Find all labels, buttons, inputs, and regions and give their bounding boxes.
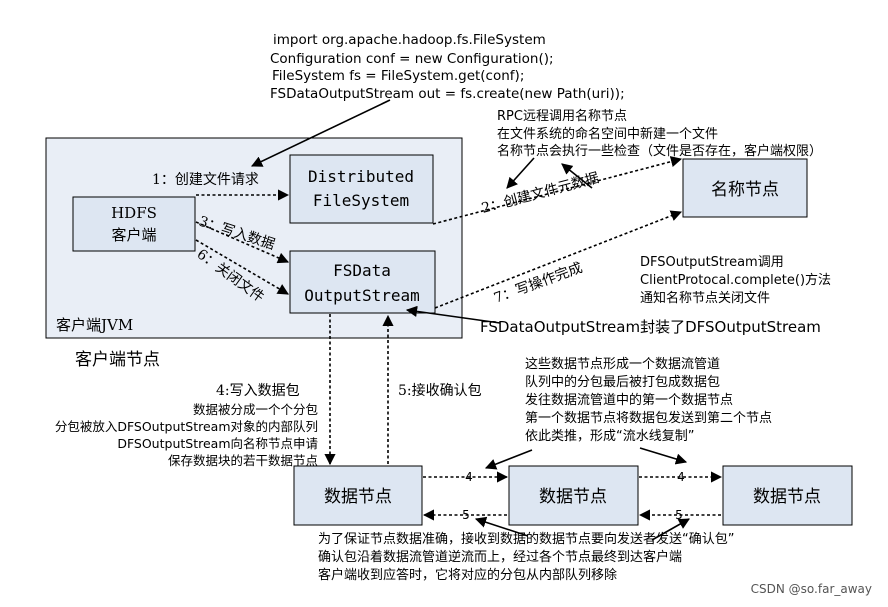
arrow-step7-complete (434, 210, 683, 309)
pipeline-note: 这些数据节点形成一个数据流管道 队列中的分包最后被打包成数据包 发往数据流管道中… (525, 356, 772, 444)
arrow-code-to-client (250, 99, 391, 167)
step-5-label: 5:接收确认包 (398, 382, 482, 399)
client-node-label: 客户端节点 (75, 350, 160, 370)
step-1-label: 1：创建文件请求 (152, 172, 259, 188)
complete-note-line-3: 通知名称节点关闭文件 (640, 290, 770, 306)
pipeline-note-line-2: 队列中的分包最后被打包成数据包 (525, 374, 720, 390)
datanode-2-label: 数据节点 (539, 487, 607, 507)
rpc-note-line-2: 在文件系统的命名空间中新建一个文件 (497, 126, 718, 142)
pipe-5a-label: 5 (462, 508, 470, 522)
write-note: 数据被分成一个个分包 分包被放入DFSOutputStream对象的内部队列 D… (55, 402, 318, 468)
code-line-2: Configuration conf = new Configuration()… (270, 51, 554, 67)
datanode-1-box (293, 465, 423, 526)
wrap-note: FSDataOutputStream封装了DFSOutputStream (480, 318, 821, 336)
namenode-box (682, 158, 808, 218)
arrow-step3-write (195, 221, 290, 264)
write-note-line-1: 数据被分成一个个分包 (193, 402, 318, 417)
arrow-wrap-note (405, 305, 501, 324)
pipeline-note-line-5: 依此类推，形成“流水线复制” (525, 429, 694, 444)
datanode-3-box (722, 465, 853, 526)
datanode-2-box (508, 465, 639, 526)
datanode-1-label: 数据节点 (324, 487, 392, 507)
fsdata-line-1: FSData (333, 261, 391, 280)
watermark: CSDN @so.far_away (751, 582, 872, 596)
fsdata-line-2: OutputStream (304, 286, 420, 305)
rpc-note-line-1: RPC远程调用名称节点 (497, 108, 627, 124)
code-snippet: import org.apache.hadoop.fs.FileSystem C… (270, 32, 625, 102)
pipe-4a-label: 4 (465, 470, 473, 484)
datanode-3-label: 数据节点 (753, 487, 821, 507)
dfs-line-2: FileSystem (313, 191, 409, 210)
arrow-ack-note-right (651, 518, 690, 541)
code-line-4: FSDataOutputStream out = fs.create(new P… (270, 86, 625, 102)
rpc-note: RPC远程调用名称节点 在文件系统的命名空间中新建一个文件 名称节点会执行一些检… (497, 108, 822, 159)
namenode-label: 名称节点 (711, 180, 779, 200)
pipeline-note-line-4: 第一个数据节点将数据包发送到第二个节点 (525, 410, 772, 426)
arrow-step6-close (195, 239, 289, 295)
arrow-ack-note-left (474, 516, 529, 537)
write-note-line-2: 分包被放入DFSOutputStream对象的内部队列 (55, 419, 318, 434)
pipeline-note-line-1: 这些数据节点形成一个数据流管道 (525, 356, 720, 372)
hdfs-client-box (72, 196, 196, 252)
ack-note: 为了保证节点数据准确，接收到数据的数据节点要向发送者发送“确认包” 确认包沿着数… (318, 531, 734, 583)
complete-note-line-2: ClientProtocal.complete()方法 (640, 272, 831, 288)
arrow-rpc-note-2 (561, 163, 593, 189)
write-note-line-4: 保存数据块的若干数据节点 (168, 453, 318, 468)
rpc-note-line-3: 名称节点会执行一些检查（文件是否存在，客户端权限） (497, 143, 822, 159)
hdfs-client-line-1: HDFS (111, 204, 157, 222)
ack-note-line-3: 客户端收到应答时，它将对应的分包从内部队列移除 (318, 567, 617, 583)
write-note-line-3: DFSOutputStream向名称节点申请 (117, 436, 318, 451)
pipe-5b-label: 5 (675, 508, 683, 522)
pipeline-note-line-3: 发往数据流管道中的第一个数据节点 (525, 392, 733, 408)
distributed-filesystem-box (289, 154, 434, 224)
arrow-pipeline-note-left (484, 449, 533, 470)
pipe-4b-label: 4 (677, 470, 685, 484)
ack-note-line-2: 确认包沿着数据流管道逆流而上，经过各个节点最终到达客户端 (318, 549, 682, 565)
arrow-pipeline-note-right (639, 447, 688, 465)
ack-note-line-1: 为了保证节点数据准确，接收到数据的数据节点要向发送者发送“确认包” (318, 531, 734, 547)
dfs-line-1: Distributed (308, 167, 414, 186)
fsdata-outputstream-box (289, 250, 436, 314)
client-jvm-label: 客户端JVM (56, 316, 133, 334)
arrow-step2-create-metadata (432, 156, 683, 225)
complete-note-line-1: DFSOutputStream调用 (640, 255, 784, 270)
step-4-label: 4:写入数据包 (216, 383, 300, 399)
code-line-3: FileSystem fs = FileSystem.get(conf); (272, 68, 524, 84)
code-line-1: import org.apache.hadoop.fs.FileSystem (273, 32, 546, 48)
arrow-rpc-note (506, 157, 535, 189)
complete-note: DFSOutputStream调用 ClientProtocal.complet… (640, 255, 831, 306)
step-2-label: 2：创建文件元数据 (480, 170, 601, 217)
hdfs-client-line-2: 客户端 (111, 226, 156, 244)
